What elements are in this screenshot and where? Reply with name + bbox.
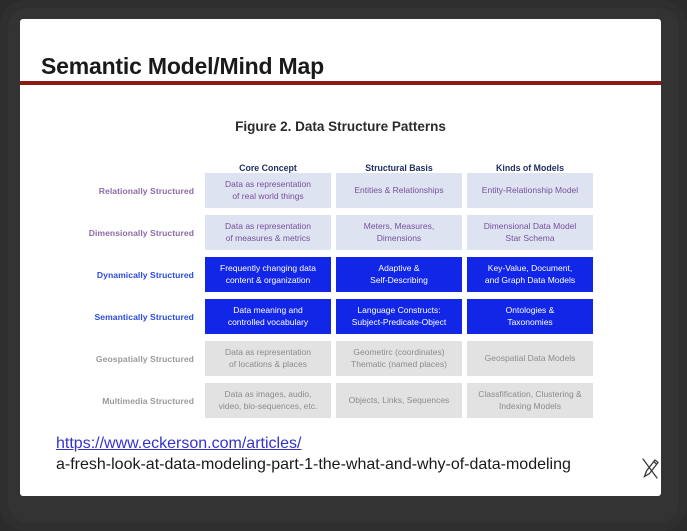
column-header-structural-basis: Structural Basis — [365, 163, 433, 173]
source-link-block: https://www.eckerson.com/articles/ a-fre… — [56, 433, 659, 479]
source-url-path: a-fresh-look-at-data-modeling-part-1-the… — [56, 456, 571, 473]
column-header-core-concept: Core Concept — [239, 163, 297, 173]
cell-kinds-of-models: Key-Value, Document,and Graph Data Model… — [467, 257, 593, 292]
cell-kinds-of-models: Entity-Relationship Model — [467, 173, 593, 208]
figure-caption: Figure 2. Data Structure Patterns — [235, 119, 446, 134]
pen-cursor-icon — [639, 457, 661, 481]
row-label-geospatially-structured: Geospatially Structured — [95, 353, 194, 364]
page-title: Semantic Model/Mind Map — [41, 53, 324, 79]
cell-structural-basis: Geometirc (coordinates)Thematic (named p… — [336, 341, 462, 376]
table-header-row: Core Concept Structural Basis Kinds of M… — [75, 151, 642, 173]
column-header-kinds-of-models: Kinds of Models — [496, 163, 564, 173]
row-label-dimensionally-structured: Dimensionally Structured — [88, 227, 194, 238]
title-divider-rule — [20, 81, 661, 85]
source-url-link[interactable]: https://www.eckerson.com/articles/ — [56, 435, 302, 452]
row-label-dynamically-structured: Dynamically Structured — [96, 269, 194, 280]
row-label-relationally-structured: Relationally Structured — [98, 185, 194, 196]
cell-structural-basis: Objects, Links, Sequences — [336, 383, 462, 418]
cell-core-concept: Data as images, audio,video, bio-sequenc… — [205, 383, 331, 418]
slide-page: Semantic Model/Mind Map Figure 2. Data S… — [20, 19, 661, 496]
cell-structural-basis: Language Constructs:Subject-Predicate-Ob… — [336, 299, 462, 334]
row-label-semantically-structured: Semantically Structured — [94, 311, 194, 322]
row-label-multimedia-structured: Multimedia Structured — [102, 395, 194, 406]
cell-structural-basis: Adaptive &Self-Describing — [336, 257, 462, 292]
table-row: Relationally Structured Data as represen… — [75, 173, 642, 208]
cell-structural-basis: Entities & Relationships — [336, 173, 462, 208]
cell-kinds-of-models: Ontologies &Taxonomies — [467, 299, 593, 334]
table-row: Geospatially Structured Data as represen… — [75, 341, 642, 376]
cell-kinds-of-models: Geospatial Data Models — [467, 341, 593, 376]
table-row: Dimensionally Structured Data as represe… — [75, 215, 642, 250]
table-row: Semantically Structured Data meaning and… — [75, 299, 642, 334]
table-row: Multimedia Structured Data as images, au… — [75, 383, 642, 418]
figure-container: Figure 2. Data Structure Patterns Core C… — [20, 95, 661, 418]
table-row: Dynamically Structured Frequently changi… — [75, 257, 642, 292]
cell-structural-basis: Meters, Measures,Dimensions — [336, 215, 462, 250]
data-structure-patterns-table: Core Concept Structural Basis Kinds of M… — [75, 151, 642, 425]
cell-kinds-of-models: Classfification, Clustering &Indexing Mo… — [467, 383, 593, 418]
